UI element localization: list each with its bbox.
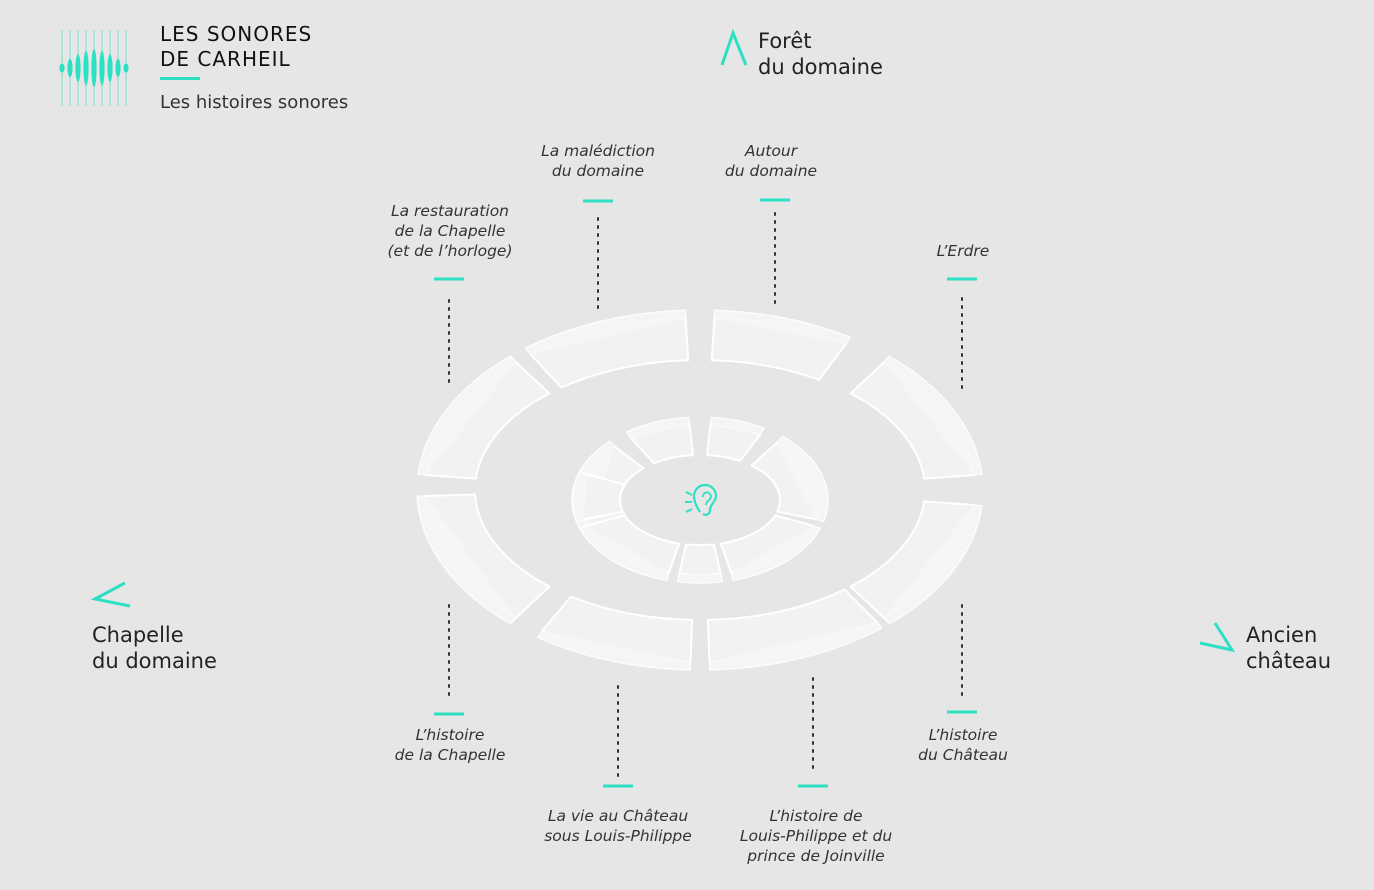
logo-wave-blob [115,58,121,78]
story-label-line: L’histoire [415,726,485,744]
subtitle: Les histoires sonores [160,92,349,113]
outer-seat-backrest [416,495,517,625]
logo-wave-blob [83,50,89,86]
story-label-line: du Château [918,746,1008,764]
story-label: La malédiction du domaine [541,141,655,181]
brand-line: DE CARHEIL [160,47,291,71]
story-label: L’histoire de la Chapelle [395,725,506,765]
story-label-line: de la Chapelle [394,222,506,240]
story-label: La restauration de la Chapelle (et de l’ho… [387,201,512,261]
story-label: La vie au Château sous Louis-Philippe [544,806,692,846]
sound-line [685,491,693,496]
direction-line: Forêt [758,29,812,53]
direction-line: du domaine [758,55,883,79]
story-label-line: de la Chapelle [394,746,506,764]
inner-seat-backrest [676,573,724,584]
story-label-line: du domaine [551,162,645,180]
inner-seat-backrest [578,524,670,582]
direction-line: château [1246,649,1332,673]
inner-seat-backrest [709,416,766,436]
brand-line: LES SONORES [160,22,313,46]
story-label-line: Louis-Philippe et du [739,827,893,845]
ear-icon [692,483,718,516]
sound-line [685,508,693,513]
story-label-line: (et de l’horloge) [387,242,513,260]
story-label: L’histoire du Château [918,725,1008,765]
direction-chateau: Ancien château [1246,622,1331,674]
story-label-line: La restauration [390,202,510,220]
accent-bar [160,77,200,80]
direction-line: Chapelle [92,623,184,647]
arrow-up-icon [720,28,748,66]
logo-wave-blob [99,50,105,86]
story-label-line: La malédiction [541,142,655,160]
brand-title: LES SONORES DE CARHEIL [160,22,312,72]
story-label-line: L’histoire de [769,807,863,825]
story-label-line: du domaine [724,162,818,180]
outer-seat-backrest [708,621,884,671]
direction-foret: Forêt du domaine [758,28,883,80]
story-label-line: Autour [744,142,798,160]
story-label: Autour du domaine [725,141,817,181]
direction-line: Ancien [1246,623,1318,647]
logo-wave-blob [59,63,65,73]
logo-wave-blob [107,54,113,82]
outer-seat-backrest [883,504,983,625]
arrow-left-icon [90,581,131,608]
story-label-line: L’Erdre [936,242,990,260]
logo-wave-blob [75,54,81,82]
logo-wave-blob [123,63,129,73]
outer-seat-backrest [417,355,517,476]
direction-line: du domaine [92,649,217,673]
inner-seat-backrest [625,416,691,439]
inner-seat [678,543,722,576]
outer-seat-backrest [536,630,692,671]
direction-chapelle: Chapelle du domaine [92,622,217,674]
outer-seat-backrest [524,309,687,355]
outer-seat-backrest [883,355,983,476]
story-label-line: La vie au Château [547,807,689,825]
inner-seat-backrest [730,524,822,582]
story-label: L’Erdre [937,241,990,261]
arrow-right-icon [1199,622,1236,653]
story-label-line: L’histoire [928,726,998,744]
story-label-line: prince de Joinville [747,847,885,865]
inner-seat-backrest [776,435,829,523]
logo-wave-blob [91,48,97,88]
outer-seat-backrest [713,309,852,345]
story-label-line: sous Louis-Philippe [544,827,692,845]
logo-wave-blob [67,58,73,78]
ear-inner [702,491,712,506]
story-label: L’histoire de Louis-Philippe et du prince … [740,806,892,866]
inner-seat-backrest [571,470,588,523]
